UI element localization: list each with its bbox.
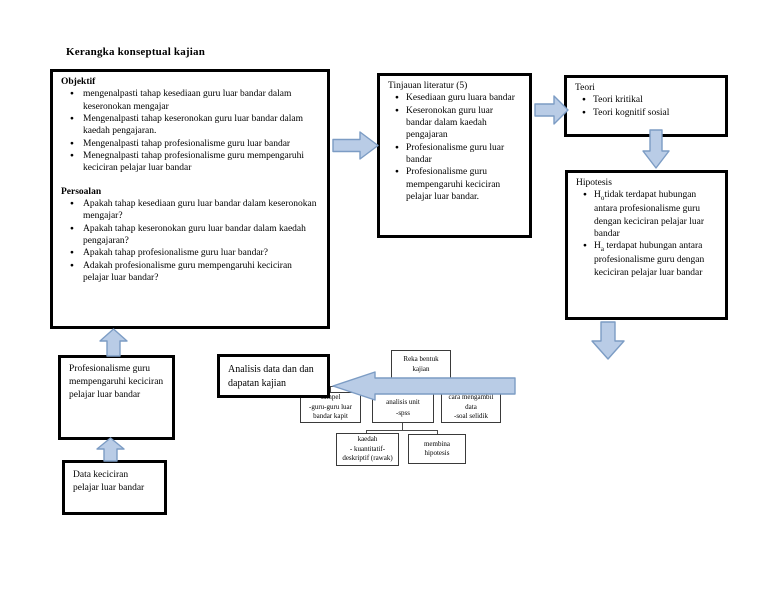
- objektif-bullet: ●Menegnalpasti tahap profesionalisme gur…: [61, 150, 319, 175]
- data-keciciran-box: Data keciciran pelajar luar bandar: [62, 460, 167, 515]
- teori-bullet: ●Teori kognitif sosial: [575, 107, 717, 119]
- arrow-profesionalisme-to-objektif-icon: [99, 328, 128, 357]
- arrow-data-to-profesionalisme-icon: [96, 437, 125, 462]
- tinjauan-box: Tinjauan literatur (5) ●Kesediaan guru l…: [377, 73, 532, 238]
- arrow-teori-to-hipotesis-icon: [642, 129, 670, 169]
- connector-line: [366, 430, 438, 431]
- bullet-icon: ●: [395, 106, 399, 114]
- objektif-bullet: ●Mengenalpasti tahap profesionalisme gur…: [61, 138, 319, 150]
- bullet-icon: ●: [395, 143, 399, 151]
- persoalan-bullet: ●Adakah profesionalisme guru mempengaruh…: [61, 260, 319, 285]
- bullet-icon: ●: [70, 152, 74, 160]
- page-title: Kerangka konseptual kajian: [66, 46, 206, 58]
- objektif-bullet: ●mengenalpasti tahap kesediaan guru luar…: [61, 88, 319, 113]
- bullet-icon: ●: [583, 242, 587, 250]
- tinjauan-bullet: ●Profesionalisme guru mempengaruhi kecic…: [388, 166, 521, 203]
- connector-line: [366, 430, 367, 434]
- bullet-icon: ●: [70, 115, 74, 123]
- arrow-objektif-to-tinjauan-icon: [332, 131, 379, 160]
- connector-line: [402, 423, 403, 430]
- teori-bullet: ●Teori kritikal: [575, 94, 717, 106]
- bullet-icon: ●: [70, 139, 74, 147]
- cara-mengambil-box: cara mengambil data -soal selidik: [441, 392, 501, 423]
- persoalan-heading: Persoalan: [61, 186, 102, 197]
- persoalan-bullet: ●Apakah tahap profesionalisme guru luar …: [61, 247, 319, 259]
- bullet-icon: ●: [70, 90, 74, 98]
- persoalan-bullet: ●Apakah tahap kesediaan guru luar bandar…: [61, 198, 319, 223]
- arrow-tinjauan-to-teori-icon: [534, 95, 569, 125]
- connector-line: [330, 386, 331, 393]
- analisis-box: Analisis data dan dan dapatan kajian: [217, 354, 330, 398]
- hipotesis-heading: Hipotesis: [576, 178, 612, 188]
- hipotesis-bullet-h0: ●Hotidak terdapat hubungan antara profes…: [576, 189, 717, 240]
- bullet-icon: ●: [583, 191, 587, 199]
- teori-box: Teori ●Teori kritikal ●Teori kognitif so…: [564, 75, 728, 137]
- reka-bentuk-box: Reka bentuk kajian: [391, 350, 451, 379]
- arrow-rekabentuk-to-analisis-icon: [332, 371, 516, 401]
- bullet-icon: ●: [582, 108, 586, 116]
- connector-line: [437, 430, 438, 435]
- bullet-icon: ●: [70, 261, 74, 269]
- objektif-box: Objektif ●mengenalpasti tahap kesediaan …: [50, 69, 330, 329]
- tinjauan-heading: Tinjauan literatur (5): [388, 81, 468, 91]
- teori-heading: Teori: [575, 83, 595, 93]
- tinjauan-bullet: ●Profesionalisme guru luar bandar: [388, 142, 521, 167]
- kaedah-box: kaedah - kuantitatif- deskriptif (rawak): [336, 433, 399, 466]
- tinjauan-bullet: ●Kesediaan guru luara bandar: [388, 92, 521, 104]
- tinjauan-bullet: ●Keseronokan guru luar bandar dalam kaed…: [388, 105, 521, 142]
- bullet-icon: ●: [70, 249, 74, 257]
- bullet-icon: ●: [70, 200, 74, 208]
- bullet-icon: ●: [395, 94, 399, 102]
- profesionalisme-box: Profesionalisme guru mempengaruhi kecici…: [58, 355, 175, 440]
- objektif-heading: Objektif: [61, 77, 96, 87]
- arrow-hipotesis-down-icon: [591, 321, 625, 360]
- bullet-icon: ●: [70, 224, 74, 232]
- bullet-icon: ●: [582, 96, 586, 104]
- hipotesis-box: Hipotesis ●Hotidak terdapat hubungan ant…: [565, 170, 728, 320]
- membina-box: membina hipotesis: [408, 434, 466, 464]
- persoalan-bullet: ●Apakah tahap keseronokan guru luar band…: [61, 223, 319, 248]
- bullet-icon: ●: [395, 168, 399, 176]
- objektif-bullet: ●Mengenalpasti tahap keseronokan guru lu…: [61, 113, 319, 138]
- hipotesis-bullet-ha: ●Ha terdapat hubungan antara profesional…: [576, 240, 717, 279]
